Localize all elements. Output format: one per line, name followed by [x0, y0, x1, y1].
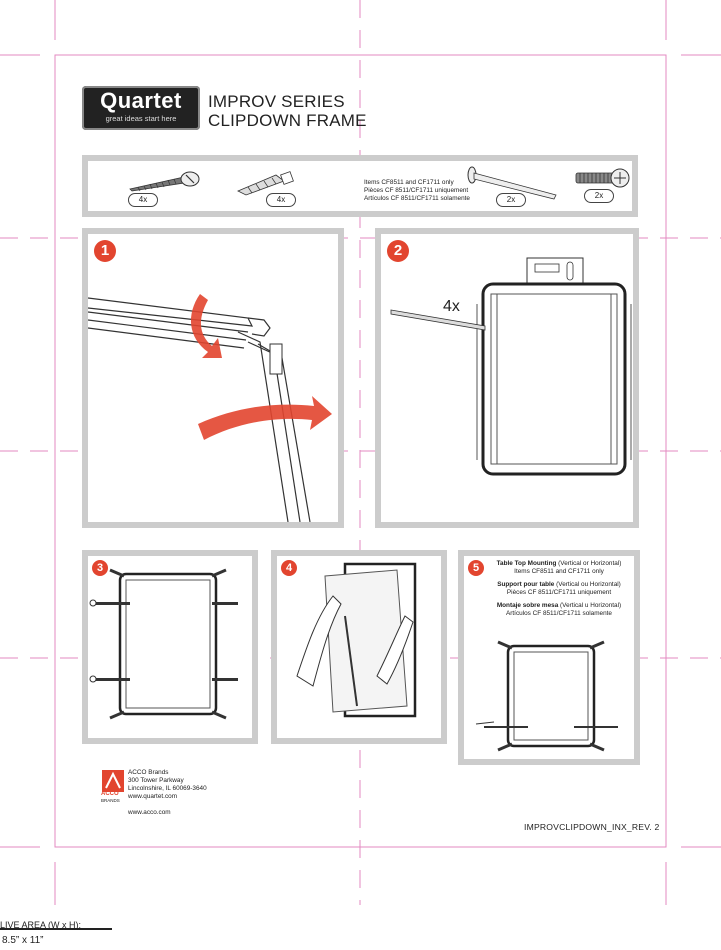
mounting-en-title: Table Top Mounting [496, 560, 557, 567]
mounting-es-rest: (Vertical u Horizontal) [558, 602, 622, 609]
mounting-fr-title: Support pour table [497, 581, 555, 588]
logo-word: Quartet [100, 88, 182, 113]
step-3-panel: 3 [82, 550, 258, 744]
wall-anchor-icon [237, 171, 294, 196]
mounting-text: Table Top Mounting (Vertical or Horizont… [486, 560, 632, 618]
mounting-es: Montaje sobre mesa (Vertical u Horizonta… [486, 602, 632, 610]
step-5-illustration [475, 640, 618, 752]
company-name: ACCO Brands [128, 769, 169, 776]
step-1-panel: 1 [82, 228, 344, 528]
parts-note-line-1: Items CF8511 and CF1711 only [364, 179, 454, 186]
step-2-illustration [390, 257, 632, 476]
step-1-illustration [88, 294, 332, 522]
mounting-fr-rest: (Vertical ou Horizontal) [554, 581, 621, 588]
parts-note-line-3: Artículos CF 8511/CF1711 solamente [364, 195, 470, 202]
parts-note: Items CF8511 and CF1711 only Pièces CF 8… [364, 179, 470, 203]
bolt-qty: 2x [584, 189, 614, 203]
step-2-panel: 2 4x [375, 228, 639, 528]
mounting-es-items: Artículos CF 8511/CF1711 solamente [506, 610, 612, 617]
screw-qty: 4x [128, 193, 158, 207]
parts-note-line-2: Pièces CF 8511/CF1711 uniquement [364, 187, 469, 194]
screw-icon [129, 171, 200, 192]
company-web-quartet: www.quartet.com [128, 793, 178, 800]
mounting-fr-items: Pièces CF 8511/CF1711 uniquement [506, 589, 612, 596]
company-street: 300 Tower Parkway [128, 777, 184, 784]
title-line-1: IMPROV SERIES [208, 92, 345, 111]
mounting-en-items: Items CF8511 and CF1711 only [514, 568, 604, 575]
mounting-en-rest: (Vertical or Horizontal) [556, 560, 622, 567]
step-3-illustration [89, 568, 238, 720]
quartet-logo: Quartet great ideas start here [82, 86, 200, 130]
step-2-qty: 4x [443, 298, 460, 315]
mounting-fr: Support pour table (Vertical ou Horizont… [486, 581, 632, 589]
step-5-panel: 5 Table Top Mounting (Vertical or Horizo… [458, 550, 640, 765]
step-2-badge: 2 [387, 240, 409, 262]
parts-panel: 4x 4x Items CF8511 and CF1711 only Pièce… [82, 155, 638, 217]
live-area-size: 8.5” x 11” [2, 935, 44, 946]
rod-icon [467, 166, 557, 200]
title-line-2: CLIPDOWN FRAME [208, 111, 367, 130]
step-4-panel: 4 [271, 550, 447, 744]
step-3-badge: 3 [92, 560, 108, 576]
page-title: IMPROV SERIES CLIPDOWN FRAME [208, 92, 367, 130]
revision-code: IMPROVCLIPDOWN_INX_REV. 2 [524, 822, 660, 832]
step-4-badge: 4 [281, 560, 297, 576]
bolt-icon [575, 168, 630, 188]
step-5-badge: 5 [468, 560, 484, 576]
acco-logo-sub: BRANDS [101, 798, 120, 803]
step-1-badge: 1 [94, 240, 116, 262]
anchor-qty: 4x [266, 193, 296, 207]
mounting-en: Table Top Mounting (Vertical or Horizont… [486, 560, 632, 568]
company-address: ACCO Brands 300 Tower Parkway Lincolnshi… [128, 769, 207, 817]
rod-qty: 2x [496, 193, 526, 207]
acco-brands-logo [102, 770, 124, 792]
step-4-illustration [296, 562, 417, 718]
acco-logo-word: ACCO [101, 791, 119, 797]
live-area-label: LIVE AREA (W x H): [0, 920, 82, 930]
company-city: Lincolnshire, IL 60069-3640 [128, 785, 207, 792]
logo-tagline: great ideas start here [105, 114, 177, 123]
company-web-acco: www.acco.com [128, 809, 171, 816]
mounting-es-title: Montaje sobre mesa [496, 602, 559, 609]
